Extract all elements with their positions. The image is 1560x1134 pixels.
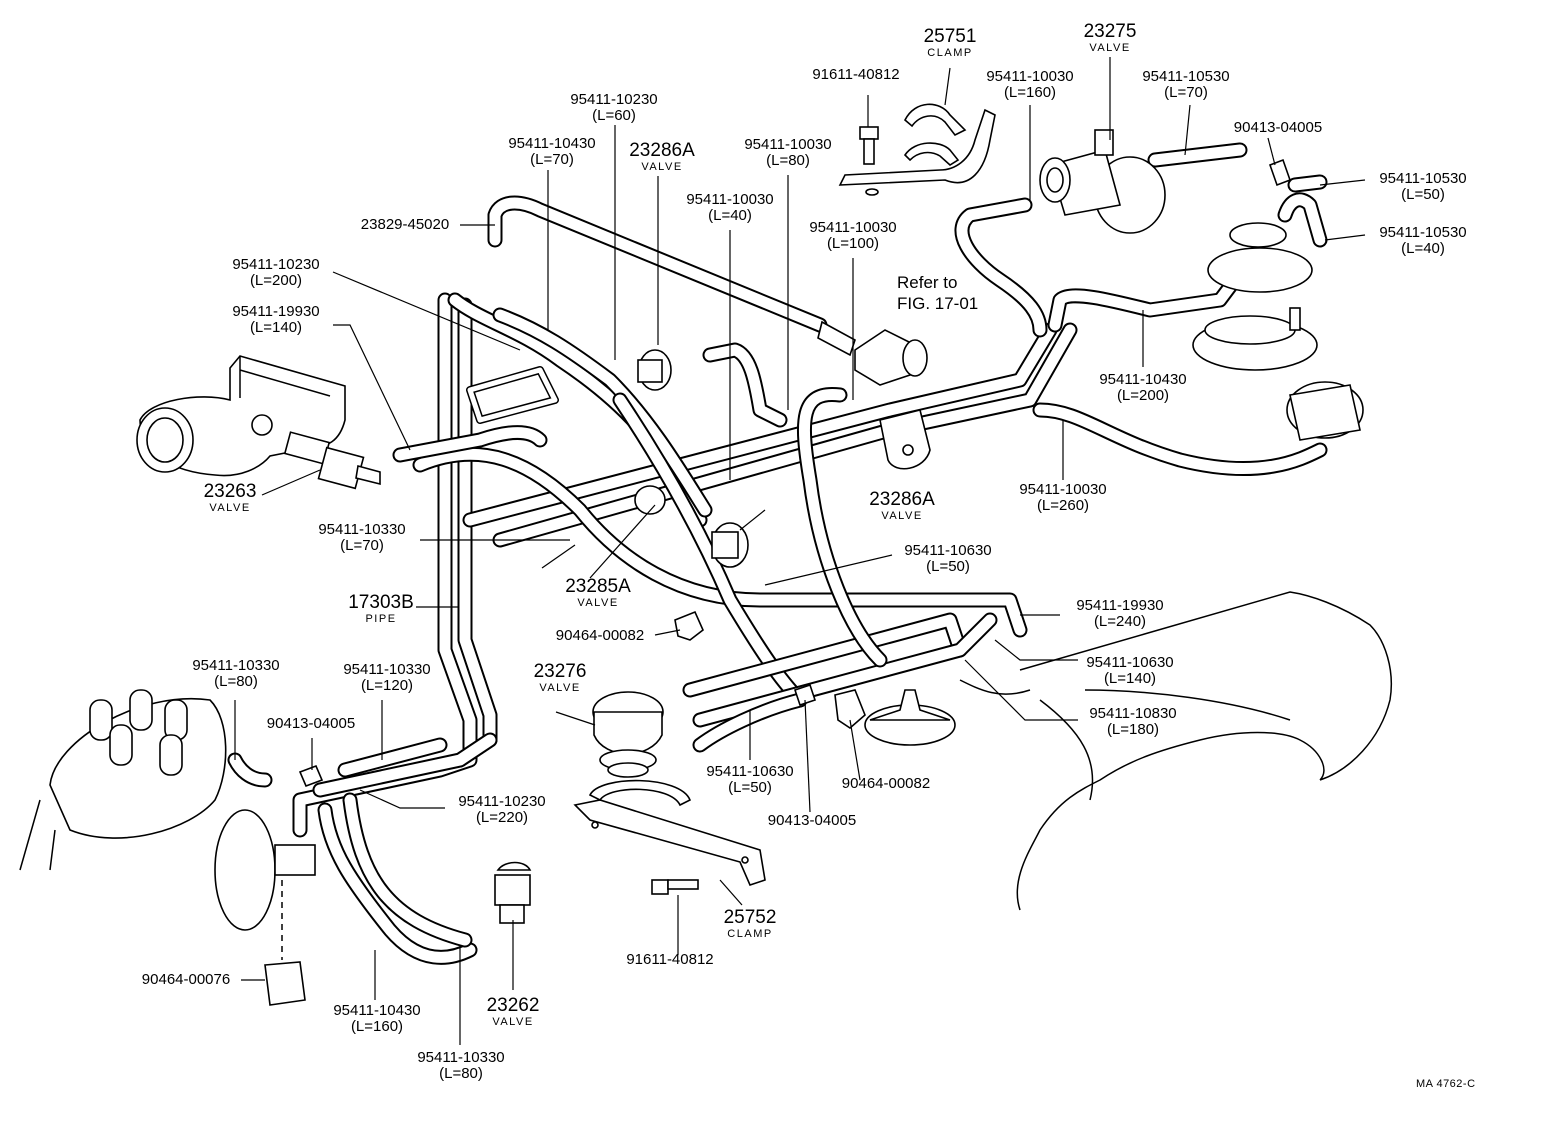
valve-23286a-top xyxy=(637,349,672,391)
label-95411-10430-200: 95411-10430(L=200) xyxy=(1099,371,1187,404)
vsv-90413-04005-left xyxy=(298,764,324,788)
label-95411-10830-180: 95411-10830(L=180) xyxy=(1089,705,1177,738)
bolt-91611-40812-bot xyxy=(651,879,699,895)
clip-90464-00082-bot xyxy=(834,689,866,730)
label-95411-10530-70: 95411-10530(L=70) xyxy=(1142,68,1230,101)
engine-outline xyxy=(1016,591,1393,911)
bolt-91611-40812-top xyxy=(859,126,879,165)
label-23829-45020: 23829-45020 xyxy=(360,216,450,233)
clip-90464-00076 xyxy=(264,961,306,1006)
label-95411-10230-60: 95411-10230(L=60) xyxy=(570,91,658,124)
label-95411-10030-260: 95411-10030(L=260) xyxy=(1019,481,1107,514)
clamp-25751 xyxy=(838,103,996,196)
valve-23263 xyxy=(283,431,381,490)
label-95411-10330-120: 95411-10330(L=120) xyxy=(343,661,431,694)
label-95411-10630-140: 95411-10630(L=140) xyxy=(1086,654,1174,687)
label-95411-10030-100: 95411-10030(L=100) xyxy=(809,219,897,252)
label-95411-19930-140: 95411-19930(L=140) xyxy=(232,303,320,336)
vsv-90413-04005-bot xyxy=(793,683,817,707)
label-95411-10030-40: 95411-10030(L=40) xyxy=(686,191,774,224)
label-95411-10330-80-bot: 95411-10330(L=80) xyxy=(417,1049,505,1082)
label-95411-10630-50-top: 95411-10630(L=50) xyxy=(904,542,992,575)
valve-23286a-mid xyxy=(711,522,749,568)
label-95411-10030-160: 95411-10030(L=160) xyxy=(986,68,1074,101)
canister-right xyxy=(1286,381,1364,441)
label-95411-10230-220: 95411-10230(L=220) xyxy=(458,793,546,826)
label-95411-10330-70: 95411-10330(L=70) xyxy=(318,521,406,554)
clip-90464-00082-top xyxy=(674,610,704,641)
label-95411-10030-80: 95411-10030(L=80) xyxy=(744,136,832,169)
label-90464-00082-top: 90464-00082 xyxy=(555,627,645,644)
label-95411-10430-70: 95411-10430(L=70) xyxy=(508,135,596,168)
diaphragm-actuator-upper xyxy=(1192,222,1318,371)
distributor xyxy=(19,689,316,931)
engine-outline-inner xyxy=(959,679,1094,801)
valve-23285a xyxy=(634,485,666,515)
leader-lines xyxy=(234,57,1366,1045)
label-90413-04005-bot: 90413-04005 xyxy=(767,812,857,829)
label-91611-40812-top: 91611-40812 xyxy=(812,66,900,83)
valve-23262 xyxy=(494,861,532,924)
label-90413-04005-left: 90413-04005 xyxy=(266,715,356,732)
label-95411-10630-50-bot: 95411-10630(L=50) xyxy=(706,763,794,796)
clamp-25752 xyxy=(573,779,766,886)
label-90464-00082-bot: 90464-00082 xyxy=(841,775,931,792)
label-90464-00076: 90464-00076 xyxy=(141,971,231,988)
label-95411-10230-200: 95411-10230(L=200) xyxy=(232,256,320,289)
label-95411-19930-240: 95411-19930(L=240) xyxy=(1076,597,1164,630)
label-91611-40812-bot: 91611-40812 xyxy=(626,951,714,968)
label-95411-10430-160: 95411-10430(L=160) xyxy=(333,1002,421,1035)
vsv-90413-04005-top xyxy=(1268,158,1292,187)
label-95411-10330-80-top: 95411-10330(L=80) xyxy=(192,657,280,690)
valve-23276 xyxy=(592,691,664,778)
diaphragm-actuator-lower xyxy=(864,689,956,746)
rail-bracket xyxy=(879,409,931,470)
refer-fitting xyxy=(817,320,928,386)
label-95411-10530-40: 95411-10530(L=40) xyxy=(1379,224,1467,257)
valve-23275 xyxy=(1039,129,1166,234)
label-95411-10530-50: 95411-10530(L=50) xyxy=(1379,170,1467,203)
label-90413-04005-top: 90413-04005 xyxy=(1233,119,1323,136)
diagram-id: MA 4762-C xyxy=(1416,1078,1476,1090)
